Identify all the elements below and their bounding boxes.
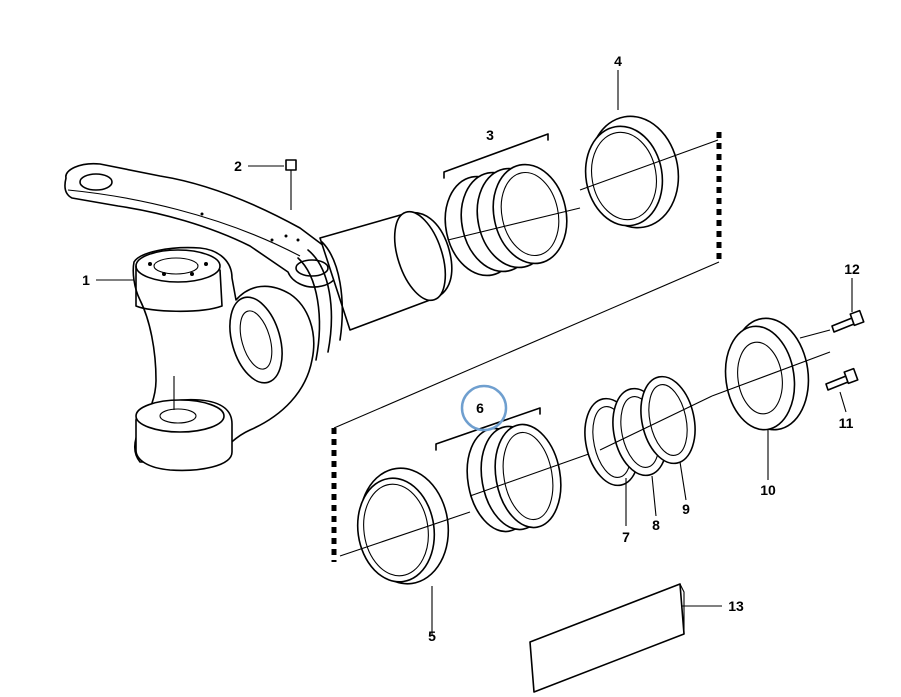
callout-13: 13	[728, 598, 744, 614]
callout-3: 3	[486, 127, 494, 143]
callout-10: 10	[760, 482, 776, 498]
callout-highlight-ring	[460, 384, 508, 432]
callout-8: 8	[652, 517, 660, 533]
callout-labels: 1 2 3 4 5 6 7 8 9 10 11 12 13	[82, 53, 860, 644]
callout-leaders	[96, 70, 853, 636]
seal-ring-upper-part	[579, 115, 719, 229]
callout-1: 1	[82, 272, 90, 288]
bushing-lower-part	[435, 407, 601, 533]
callout-5: 5	[428, 628, 436, 644]
callout-12: 12	[844, 261, 860, 277]
grease-nipple-part	[285, 159, 297, 210]
strip-part	[529, 583, 685, 693]
shim-rings-part	[584, 375, 713, 487]
callout-6: 6	[476, 400, 484, 416]
bushing-upper-part	[443, 133, 581, 277]
bolts-part	[825, 309, 865, 391]
callout-9: 9	[682, 501, 690, 517]
dashed-frame	[331, 132, 722, 562]
seal-ring-lower-part	[339, 467, 471, 585]
steering-knuckle-part	[64, 162, 453, 472]
callout-7: 7	[622, 529, 630, 545]
callout-11: 11	[839, 415, 854, 431]
callout-2: 2	[234, 158, 242, 174]
bearing-cover-part	[711, 317, 831, 431]
callout-4: 4	[614, 53, 622, 69]
